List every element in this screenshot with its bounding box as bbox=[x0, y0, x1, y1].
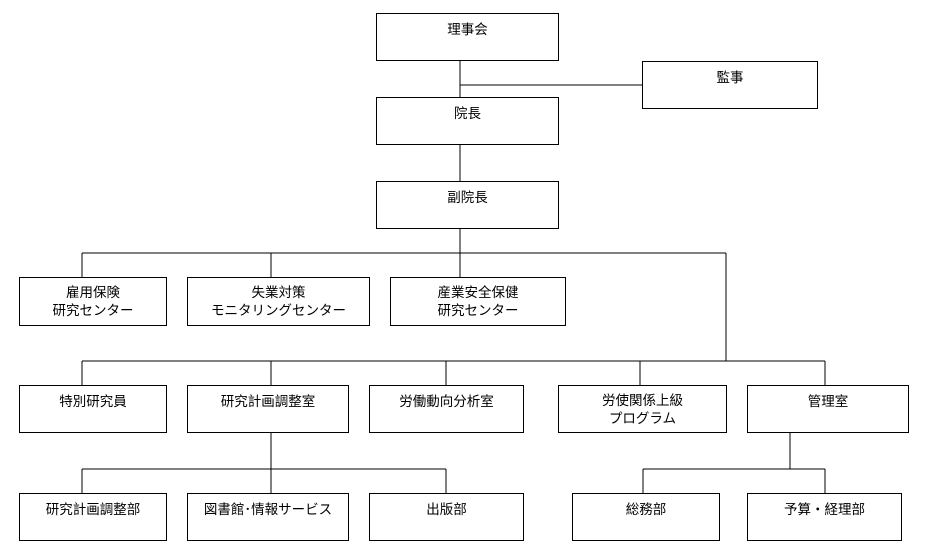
node-library-line-1: 図書館･情報サービス bbox=[203, 502, 333, 518]
node-fellows-line-1: 特別研究員 bbox=[59, 394, 127, 410]
node-auditor: 監事 bbox=[642, 61, 818, 109]
node-vice-president: 副院長 bbox=[376, 181, 559, 229]
node-vp-line-1: 副院長 bbox=[447, 190, 488, 206]
node-general-line-1: 総務部 bbox=[625, 502, 667, 518]
node-budget-line-1: 予算・経理部 bbox=[784, 502, 865, 518]
node-center-employment-insurance: 雇用保険 研究センター bbox=[19, 277, 167, 326]
node-special-fellows: 特別研究員 bbox=[19, 385, 167, 433]
node-board-line-1: 理事会 bbox=[447, 22, 488, 38]
node-center2-line-1: 失業対策 bbox=[251, 285, 306, 301]
node-administration-office: 管理室 bbox=[747, 385, 909, 433]
node-publishing-line-1: 出版部 bbox=[426, 502, 467, 518]
node-labor-relations-program: 労使関係上級 プログラム bbox=[558, 385, 727, 433]
node-admin-line-1: 管理室 bbox=[807, 394, 849, 410]
node-board: 理事会 bbox=[376, 13, 559, 61]
node-labor-trend-office: 労働動向分析室 bbox=[369, 385, 524, 433]
node-library-info-services: 図書館･情報サービス bbox=[187, 493, 349, 541]
node-general-affairs: 総務部 bbox=[572, 493, 720, 541]
node-labor-line-1: 労働動向分析室 bbox=[399, 394, 494, 410]
node-president: 院長 bbox=[376, 97, 559, 145]
node-research-planning-office: 研究計画調整室 bbox=[187, 385, 349, 433]
node-center3-line-1: 産業安全保健 bbox=[437, 285, 519, 301]
node-center2-line-2: モニタリングセンター bbox=[211, 303, 346, 319]
node-center1-line-1: 雇用保険 bbox=[66, 285, 120, 301]
node-budget-accounting: 予算・経理部 bbox=[747, 493, 902, 541]
node-center-unemployment-monitoring: 失業対策 モニタリングセンター bbox=[187, 277, 370, 326]
node-program-line-2: プログラム bbox=[608, 411, 677, 427]
node-center3-line-2: 研究センター bbox=[437, 303, 519, 319]
node-research-planning-division: 研究計画調整部 bbox=[19, 493, 167, 541]
node-auditor-line-1: 監事 bbox=[716, 70, 744, 86]
node-center-industrial-safety: 産業安全保健 研究センター bbox=[390, 277, 566, 326]
node-center1-line-2: 研究センター bbox=[52, 303, 134, 319]
node-president-line-1: 院長 bbox=[454, 106, 481, 122]
node-planningdiv-line-1: 研究計画調整部 bbox=[45, 502, 141, 518]
node-planning-line-1: 研究計画調整室 bbox=[220, 394, 316, 410]
node-publishing: 出版部 bbox=[369, 493, 524, 541]
node-program-line-1: 労使関係上級 bbox=[602, 393, 683, 409]
